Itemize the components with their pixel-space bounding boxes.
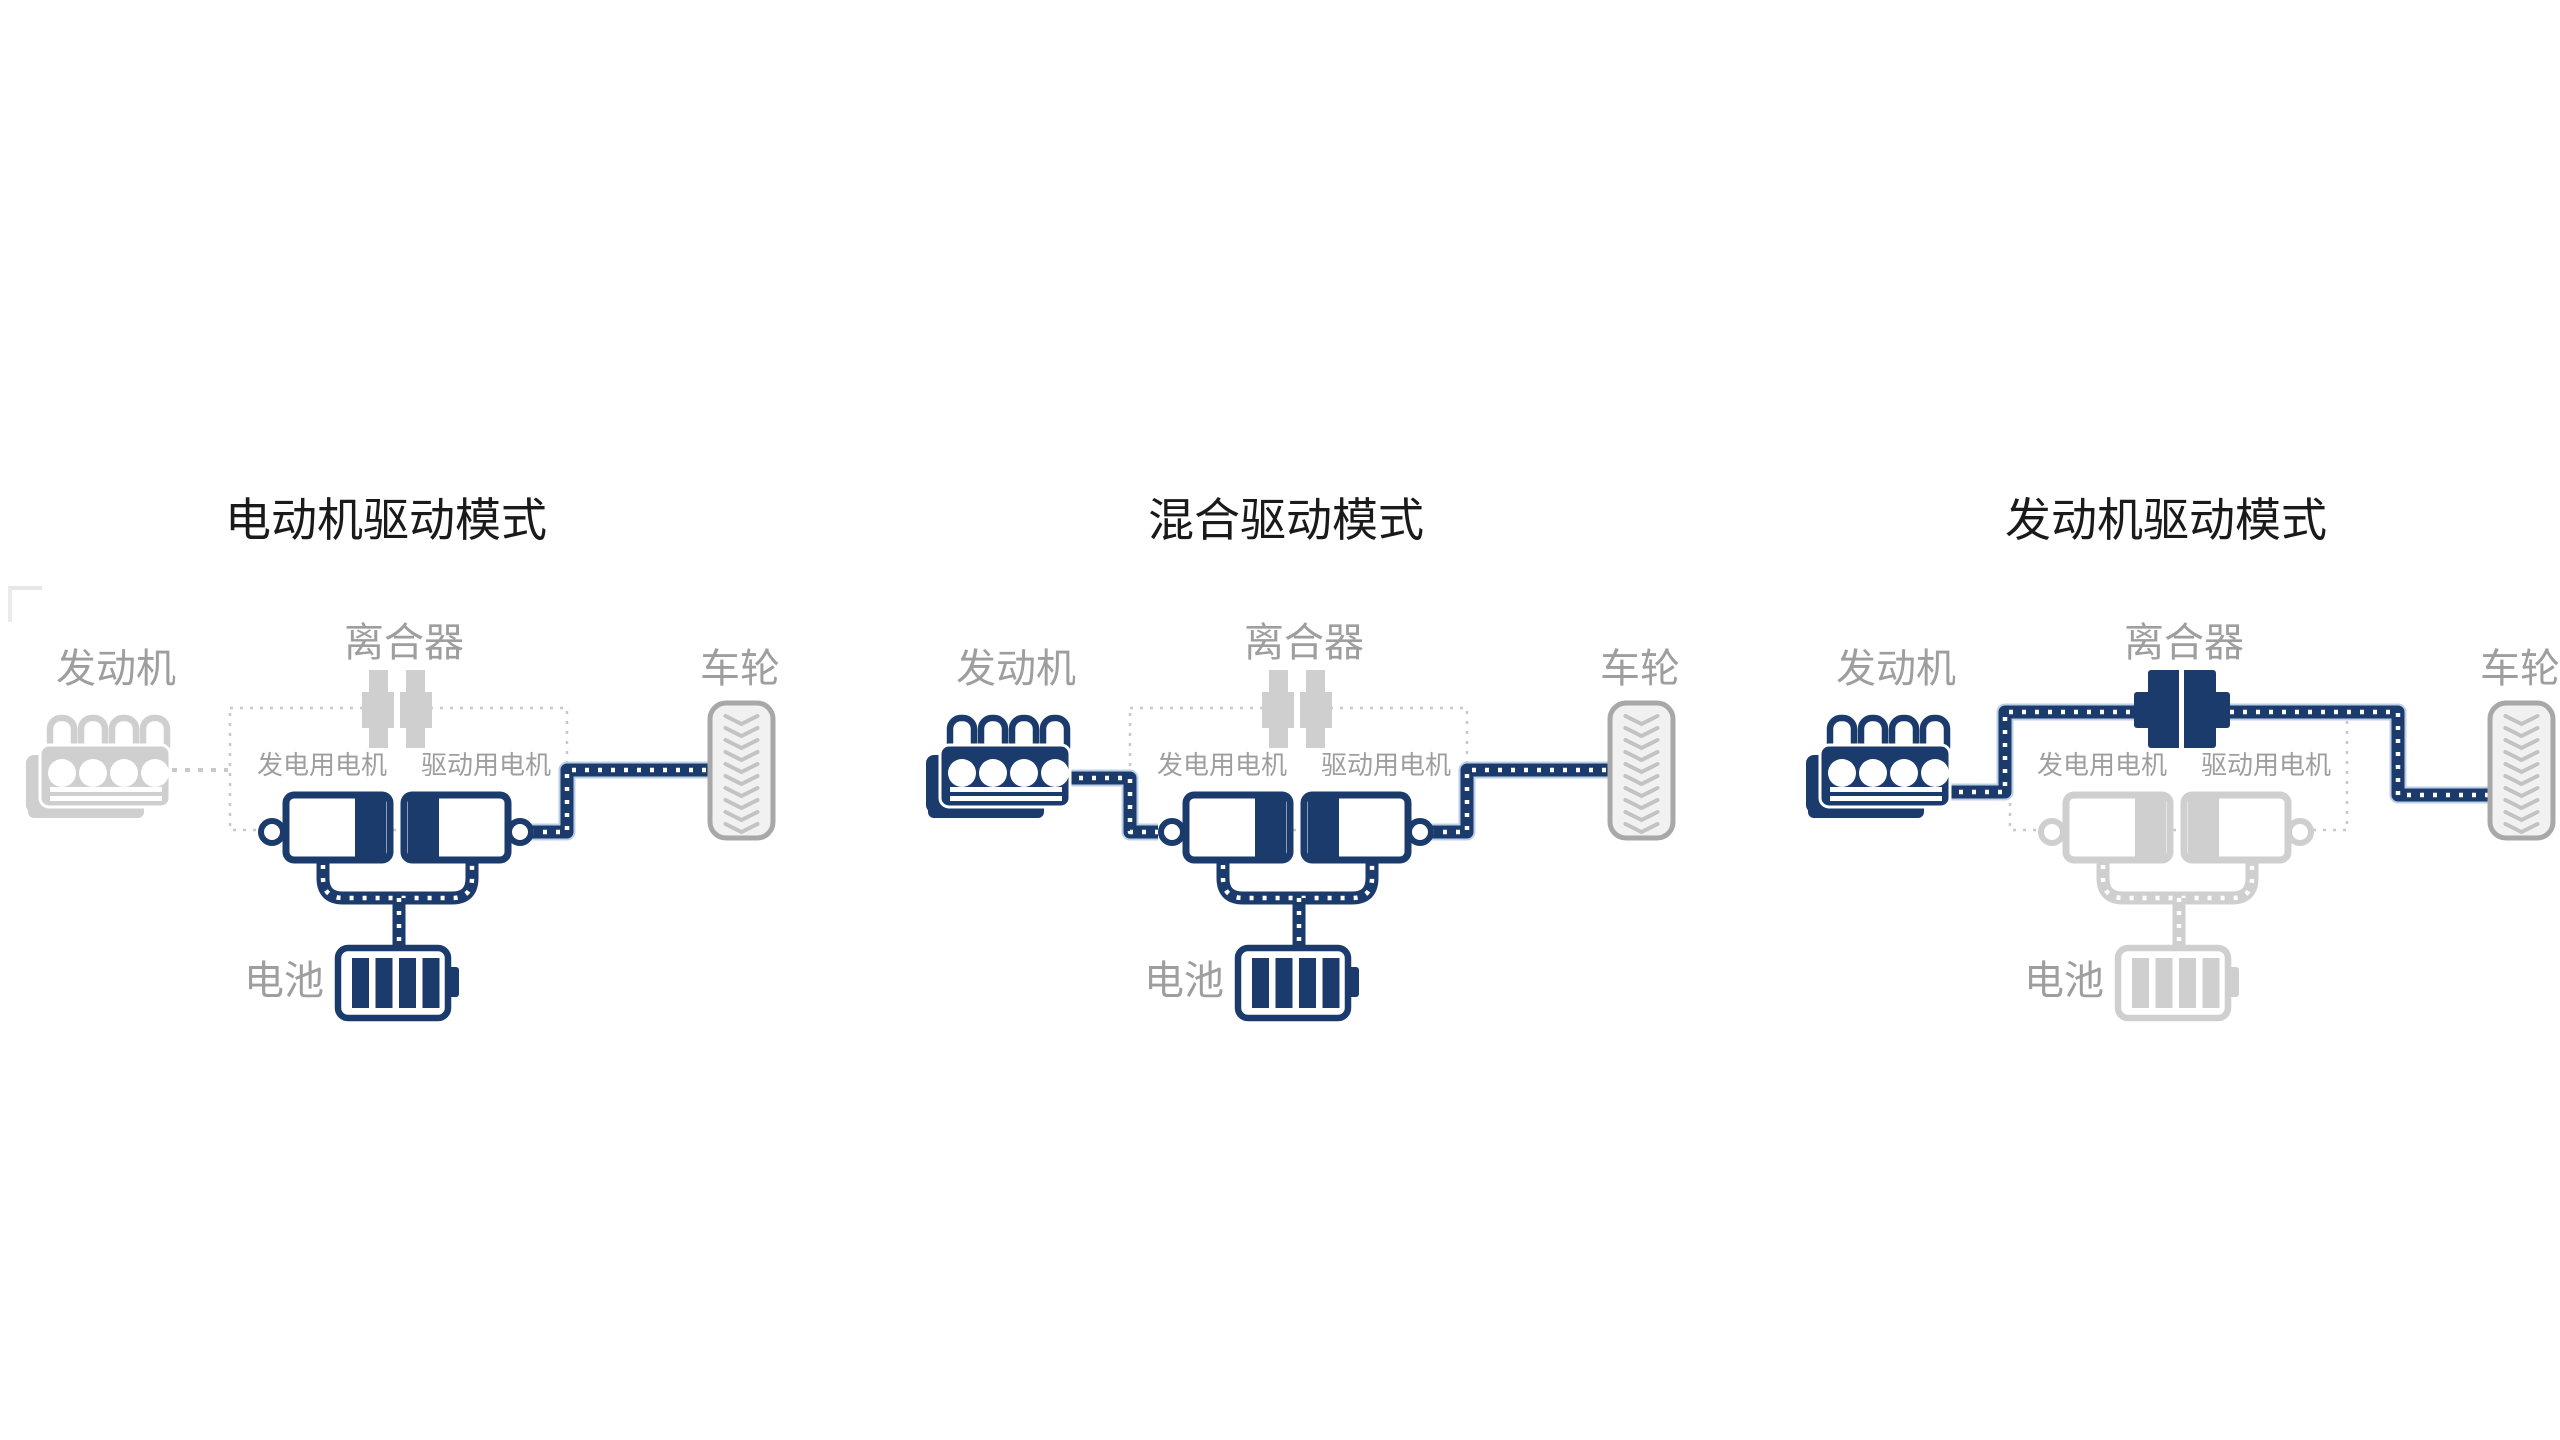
engine-icon	[1806, 714, 1952, 818]
wheel-icon	[707, 700, 776, 841]
engine-icon	[26, 714, 172, 818]
generator-motor-shaft	[2038, 818, 2066, 846]
drive-motor-shaft	[506, 818, 534, 846]
motor-to-wheel-line	[530, 761, 710, 841]
wheel-label: 车轮	[700, 647, 780, 691]
panel-hybrid-drive-mode: 混合驱动模式 发动机 离合器 车轮 电池 发电用电机 驱动用电机	[900, 440, 1720, 1060]
mode-title: 发动机驱动模式	[2005, 494, 2327, 546]
panel-engine-drive-mode: 发动机驱动模式 发动机 离合器 车轮 电池 发电用电机 驱动用电机	[1780, 440, 2560, 1060]
clutch-label: 离合器	[1244, 621, 1364, 665]
drive-motor-label: 驱动用电机	[2201, 750, 2331, 780]
drive-mode-diagram: 发动机驱动模式 发动机 离合器 车轮 电池 发电用电机 驱动用电机	[1806, 494, 2560, 1022]
drive-mode-diagram: 混合驱动模式 发动机 离合器 车轮 电池 发电用电机 驱动用电机	[926, 494, 1680, 1022]
motor-unit	[258, 791, 534, 864]
wheel-label: 车轮	[1600, 647, 1680, 691]
battery-connection-lines	[1216, 852, 1379, 952]
wheel-label: 车轮	[2480, 647, 2560, 691]
battery-label: 电池	[1144, 959, 1224, 1003]
generator-motor-shaft	[1158, 818, 1186, 846]
panel-electric-motor-drive-mode: 电动机驱动模式 发动机 离合器 车轮 电池 发电用电机 驱动用电机	[0, 440, 820, 1060]
clutch-icon	[1262, 670, 1332, 748]
clutch-icon	[362, 670, 432, 748]
generator-motor-shaft	[258, 818, 286, 846]
motor-unit	[1158, 791, 1434, 864]
battery-label: 电池	[2024, 959, 2104, 1003]
clutch-label: 离合器	[344, 621, 464, 665]
drive-motor-label: 驱动用电机	[1321, 750, 1451, 780]
battery-connection-lines	[2096, 852, 2259, 952]
drive-motor-shaft	[2286, 818, 2314, 846]
battery-icon	[2114, 944, 2239, 1022]
photo-crop-artifact	[8, 586, 42, 622]
generator-motor-label: 发电用电机	[1157, 750, 1287, 780]
motor-to-wheel-line	[1430, 761, 1610, 841]
motor-unit	[2038, 791, 2314, 864]
battery-connection-lines	[316, 852, 479, 952]
engine-icon	[926, 714, 1072, 818]
clutch-icon	[2134, 670, 2230, 748]
battery-label: 电池	[244, 959, 324, 1003]
battery-icon	[334, 944, 459, 1022]
mode-title: 混合驱动模式	[1148, 494, 1424, 546]
mode-title: 电动机驱动模式	[225, 494, 547, 546]
engine-label: 发动机	[956, 647, 1076, 691]
generator-motor-label: 发电用电机	[2037, 750, 2167, 780]
drive-motor-shaft	[1406, 818, 1434, 846]
engine-connection-line	[1066, 769, 1158, 841]
engine-label: 发动机	[56, 647, 176, 691]
drive-motor-label: 驱动用电机	[421, 750, 551, 780]
battery-icon	[1234, 944, 1359, 1022]
drive-mode-diagram: 电动机驱动模式 发动机 离合器 车轮 电池 发电用电机 驱动用电机	[26, 494, 780, 1022]
wheel-icon	[1607, 700, 1676, 841]
wheel-icon	[2487, 700, 2556, 841]
engine-label: 发动机	[1836, 647, 1956, 691]
generator-motor-label: 发电用电机	[257, 750, 387, 780]
clutch-label: 离合器	[2124, 621, 2244, 665]
